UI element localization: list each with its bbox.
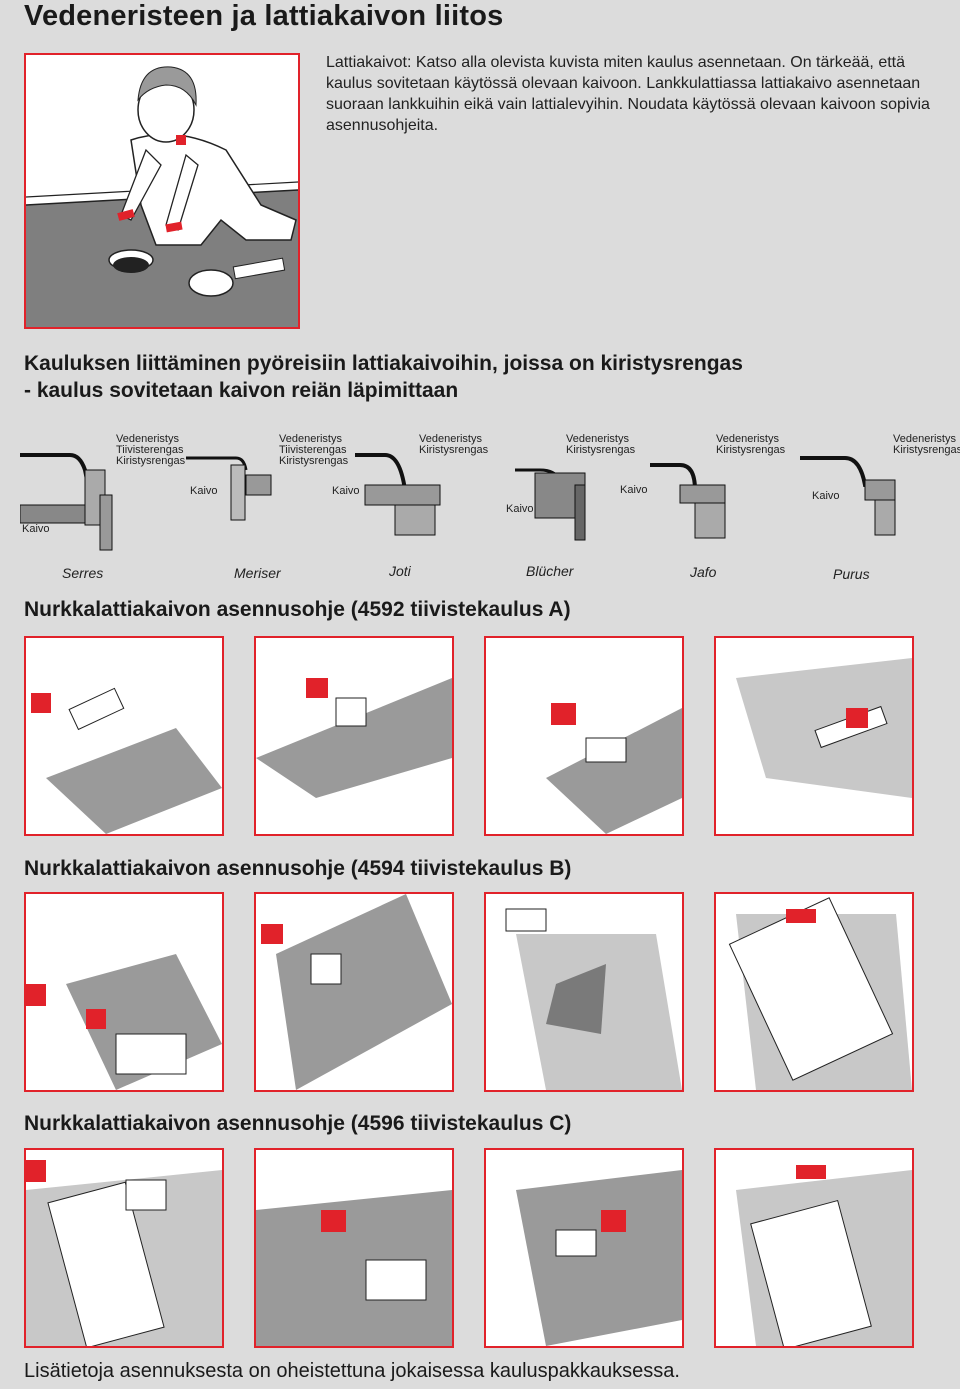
section-a-step-3 — [484, 636, 684, 836]
joti-label-1: Vedeneristys — [419, 433, 482, 445]
serres-label-3: Kiristysrengas — [116, 455, 186, 467]
meriser-label-2: Tiivisterengas — [279, 444, 347, 456]
section-a-heading: Nurkkalattiakaivon asennusohje (4592 tii… — [24, 598, 571, 621]
joti-label-2: Kiristysrengas — [419, 444, 489, 456]
section-b-heading: Nurkkalattiakaivon asennusohje (4594 tii… — [24, 857, 572, 880]
step-illustration — [26, 1160, 222, 1346]
meriser-label-1: Vedeneristys — [279, 433, 342, 445]
collar-heading-line1: Kauluksen liittäminen pyöreisiin lattiak… — [24, 352, 743, 375]
blucher-cross-section — [515, 468, 586, 541]
section-a-step-4 — [714, 636, 914, 836]
diagram-blucher — [515, 465, 590, 545]
drain-diagrams: Vedeneristys Tiivisterengas Kiristysreng… — [0, 425, 960, 595]
brand-blucher: Blücher — [526, 563, 574, 579]
blucher-kaivo: Kaivo — [506, 503, 534, 515]
collar-heading: Kauluksen liittäminen pyöreisiin lattiak… — [24, 350, 743, 404]
collar-heading-line2: - kaulus sovitetaan kaivon reiän läpimit… — [24, 379, 459, 402]
section-c-step-4 — [714, 1148, 914, 1348]
serres-label-2: Tiivisterengas — [116, 444, 184, 456]
meriser-cross-section — [186, 456, 272, 521]
brand-joti: Joti — [389, 563, 411, 579]
step-illustration — [31, 687, 222, 834]
worker-illustration — [26, 55, 298, 327]
jafo-kaivo: Kaivo — [620, 484, 648, 496]
step-illustration — [261, 894, 452, 1090]
step-illustration — [256, 678, 452, 798]
joti-kaivo: Kaivo — [332, 485, 360, 497]
diagram-purus — [800, 450, 900, 540]
jafo-label-1: Vedeneristys — [716, 433, 779, 445]
footer-note: Lisätietoja asennuksesta on oheistettuna… — [24, 1360, 680, 1382]
step-illustration — [26, 954, 222, 1090]
purus-kaivo: Kaivo — [812, 490, 840, 502]
section-c-step-3 — [484, 1148, 684, 1348]
section-b-step-2 — [254, 892, 454, 1092]
jafo-cross-section — [650, 463, 726, 539]
section-a-step-1 — [24, 636, 224, 836]
section-c-step-2 — [254, 1148, 454, 1348]
intro-illustration — [24, 53, 300, 329]
blucher-label-2: Kiristysrengas — [566, 444, 636, 456]
purus-cross-section — [800, 456, 896, 536]
step-illustration — [505, 908, 682, 1090]
step-illustration — [736, 658, 912, 798]
section-b-step-1 — [24, 892, 224, 1092]
section-c-step-1 — [24, 1148, 224, 1348]
brand-meriser: Meriser — [234, 565, 281, 581]
diagram-joti — [355, 450, 445, 540]
diagram-serres — [20, 435, 120, 555]
meriser-kaivo: Kaivo — [190, 485, 218, 497]
jafo-label-2: Kiristysrengas — [716, 444, 786, 456]
step-illustration — [728, 897, 912, 1090]
diagram-meriser — [186, 450, 276, 530]
step-illustration — [736, 1165, 912, 1346]
brand-serres: Serres — [62, 565, 104, 581]
section-b-step-4 — [714, 892, 914, 1092]
brand-jafo: Jafo — [690, 564, 717, 580]
diagram-jafo — [650, 460, 740, 540]
serres-label-1: Vedeneristys — [116, 433, 179, 445]
step-illustration — [256, 1190, 452, 1346]
joti-cross-section — [355, 453, 441, 536]
purus-label-2: Kiristysrengas — [893, 444, 960, 456]
serres-cross-section — [20, 453, 113, 551]
section-a-step-2 — [254, 636, 454, 836]
serres-kaivo: Kaivo — [22, 523, 50, 535]
section-c-heading: Nurkkalattiakaivon asennusohje (4596 tii… — [24, 1112, 572, 1135]
page-title: Vedeneristeen ja lattiakaivon liitos — [24, 0, 504, 32]
step-illustration — [546, 703, 682, 834]
section-b-step-3 — [484, 892, 684, 1092]
blucher-label-1: Vedeneristys — [566, 433, 629, 445]
purus-label-1: Vedeneristys — [893, 433, 956, 445]
brand-purus: Purus — [833, 566, 870, 582]
step-illustration — [516, 1170, 682, 1346]
meriser-label-3: Kiristysrengas — [279, 455, 349, 467]
intro-text: Lattiakaivot: Katso alla olevista kuvist… — [326, 54, 930, 134]
